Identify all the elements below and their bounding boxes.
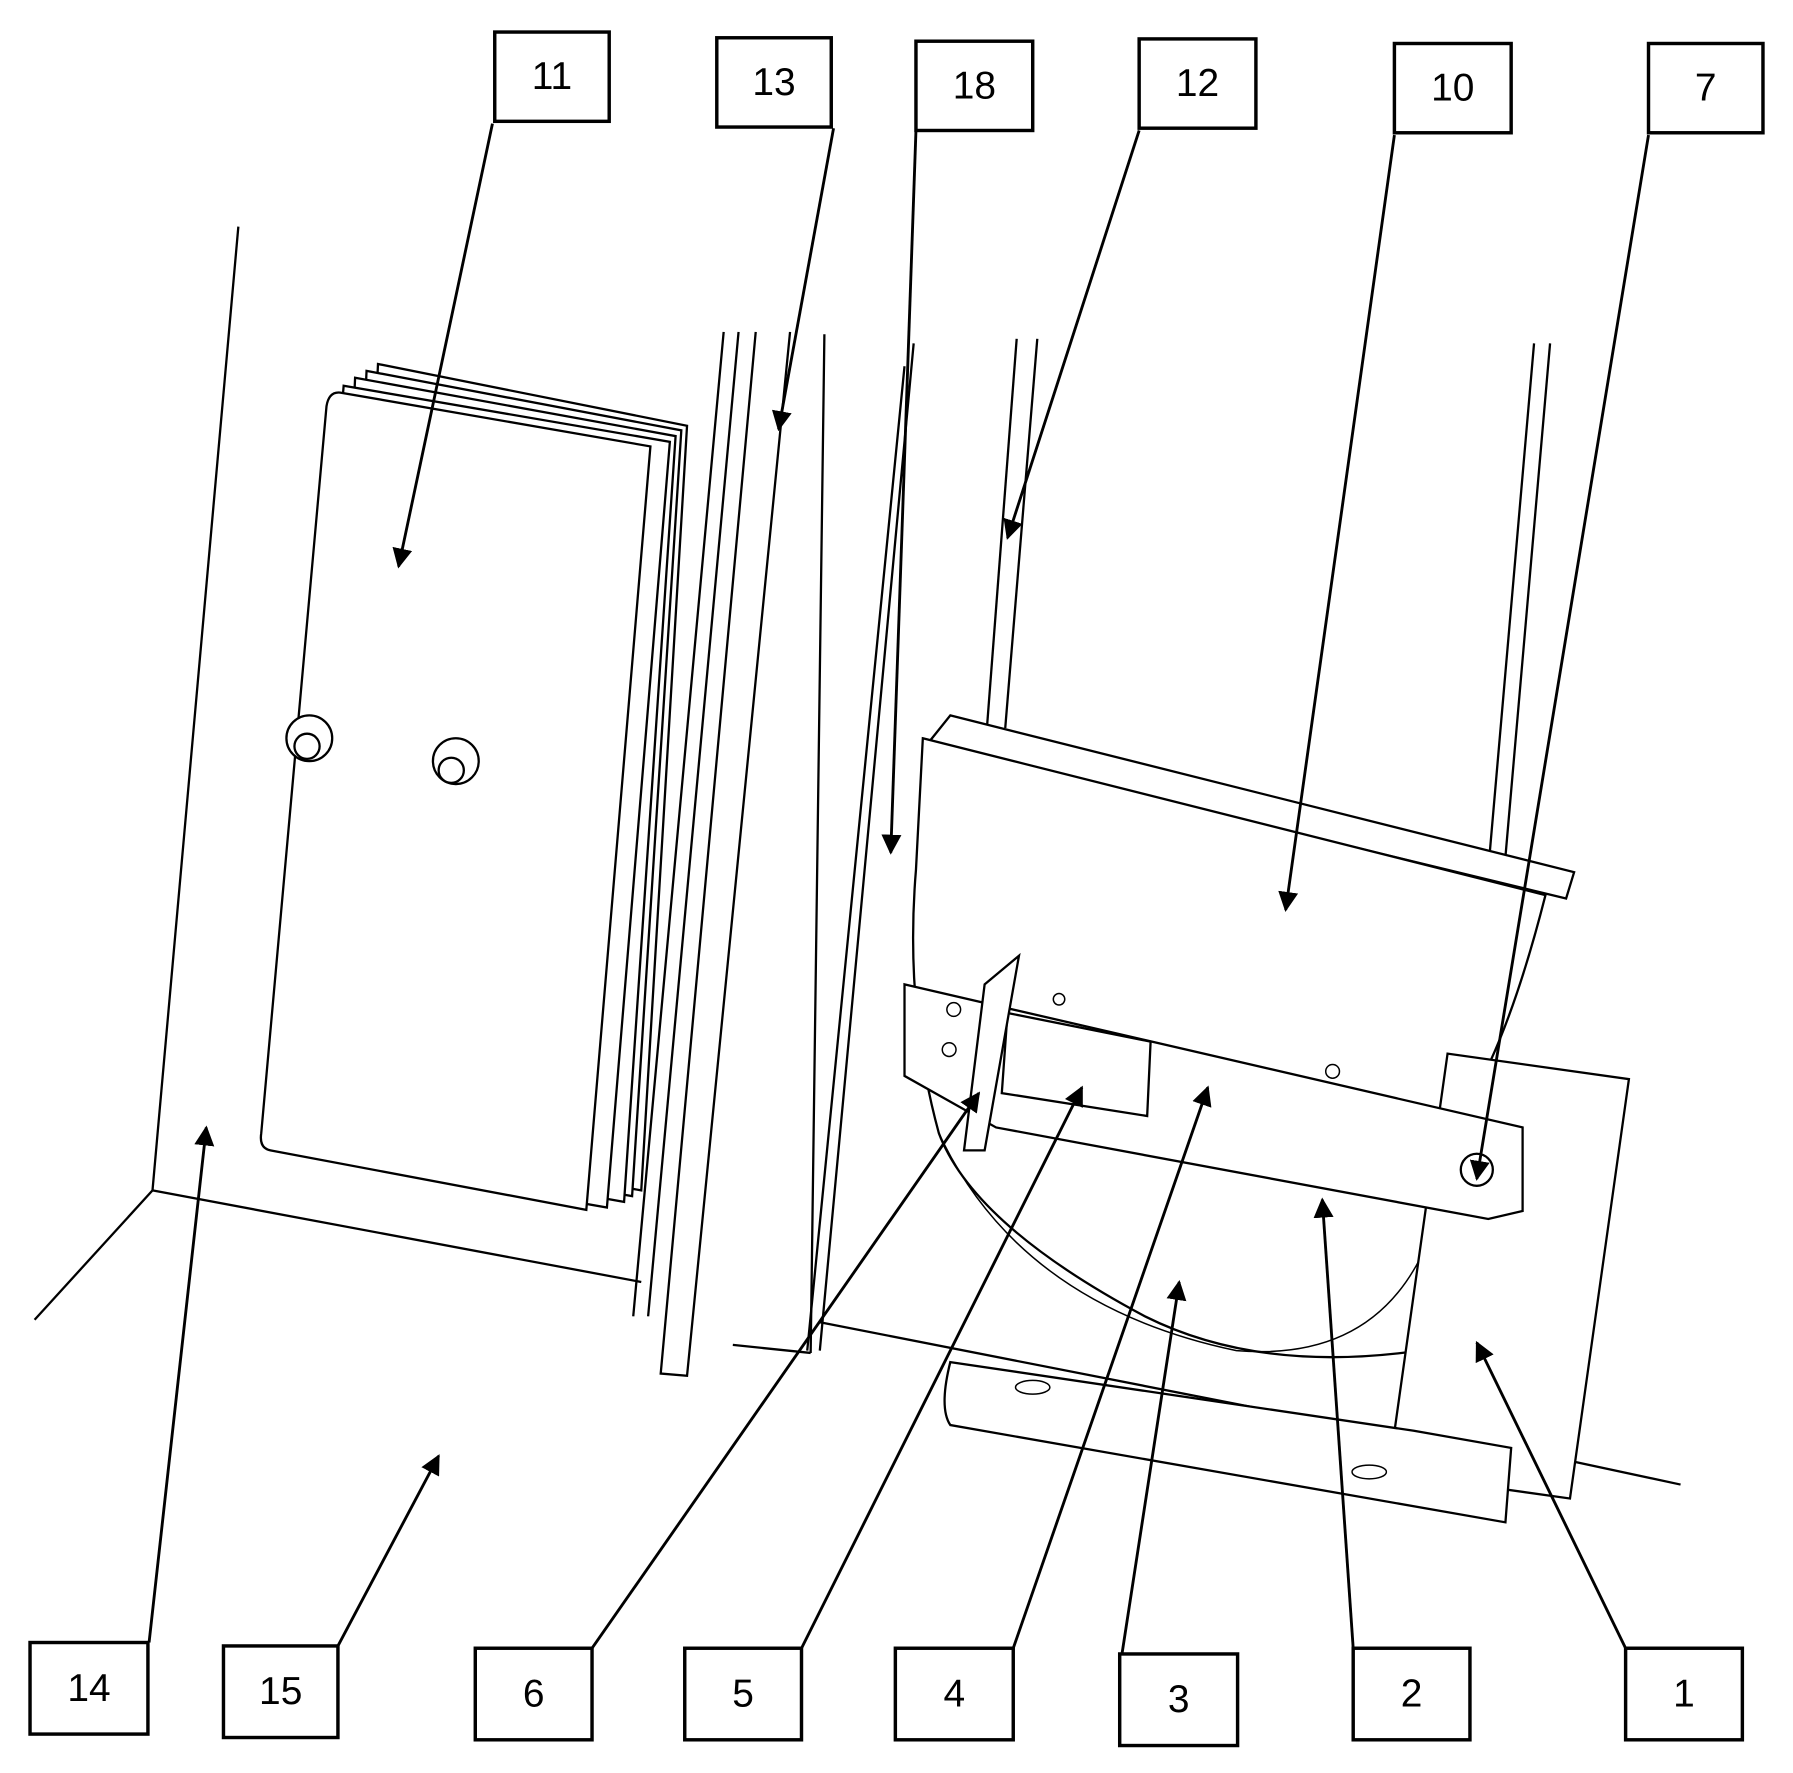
label-number: 2 [1401,1673,1423,1716]
reference-label-5: 5 [683,1085,1084,1742]
reference-label-3: 3 [1117,1279,1240,1748]
reference-label-4: 4 [893,1085,1212,1742]
label-box [473,1646,594,1742]
reference-label-2: 2 [1313,1197,1472,1742]
leader-line [1469,134,1650,1181]
label-number: 12 [1176,62,1219,105]
pulley-device [903,338,1631,1524]
leader-line [1475,1340,1627,1649]
label-box [893,1646,1015,1742]
reference-label-14: 14 [28,1125,215,1736]
label-box [1392,41,1513,135]
reference-label-11: 11 [392,30,611,569]
label-box [1646,41,1765,135]
label-number: 1 [1673,1673,1695,1716]
label-number: 18 [953,64,996,107]
label-box [914,39,1035,133]
reference-label-7: 7 [1469,41,1765,1181]
label-box [28,1640,150,1736]
leader-line [1003,130,1141,540]
leader-line [590,1091,981,1650]
reference-label-6: 6 [473,1091,981,1742]
leader-line [800,1085,1084,1649]
reference-label-13: 13 [715,36,835,432]
reference-label-1: 1 [1475,1340,1745,1742]
leader-line [1278,134,1396,912]
leader-line [336,1454,440,1647]
label-box [715,36,833,129]
reference-label-18: 18 [881,39,1035,855]
label-number: 4 [943,1673,965,1716]
label-box [1137,37,1258,130]
label-number: 7 [1695,67,1717,110]
counterweight-plates [259,362,689,1212]
label-box [221,1644,340,1740]
label-box [1623,1646,1745,1742]
leader-line [1011,1085,1212,1649]
leader-line [1313,1197,1355,1649]
leader-line [392,123,494,569]
label-number: 10 [1431,67,1474,110]
guide-rails [632,331,915,1378]
reference-label-15: 15 [221,1454,440,1740]
label-number: 13 [752,61,795,104]
reference-labels: 11 13 18 12 10 7 14 15 6 5 4 3 2 1 [28,30,1765,1748]
label-box [683,1646,804,1742]
label-number: 5 [732,1673,754,1716]
label-box [493,30,611,124]
leader-line [771,127,835,432]
label-box [1117,1652,1240,1748]
leader-line [881,130,918,855]
leader-line [147,1125,215,1643]
reference-label-12: 12 [1003,37,1258,540]
reference-label-10: 10 [1278,41,1513,912]
label-number: 14 [67,1667,110,1710]
label-number: 6 [523,1673,545,1716]
leader-line [1120,1279,1187,1655]
label-number: 11 [532,55,572,98]
label-number: 15 [259,1670,302,1713]
label-box [1351,1646,1472,1742]
label-number: 3 [1168,1678,1190,1721]
